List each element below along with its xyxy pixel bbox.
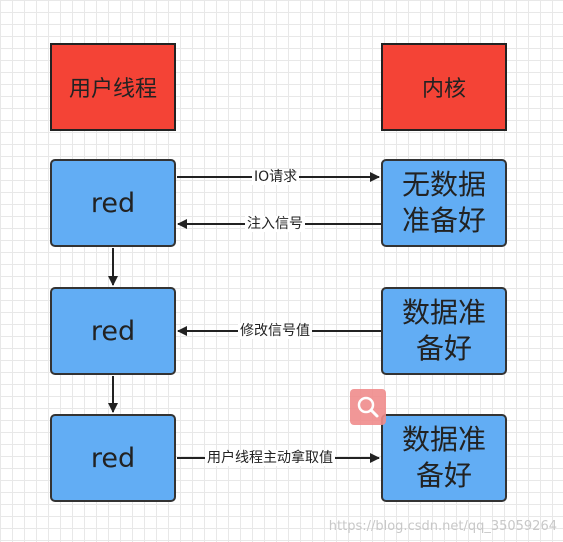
kernel-node-1-label: 无数据 准备好 <box>401 168 486 237</box>
kernel-node-3: 数据准 备好 <box>381 414 507 502</box>
search-button[interactable] <box>350 389 386 425</box>
kernel-node-3-label: 数据准 备好 <box>401 423 486 492</box>
kernel-node-2-label: 数据准 备好 <box>401 296 486 365</box>
user-node-1: red <box>50 159 176 247</box>
watermark: https://blog.csdn.net/qq_35059264 <box>328 519 557 534</box>
edge-label-io-request: IO请求 <box>252 169 300 185</box>
edge-label-modify-signal: 修改信号值 <box>238 323 312 339</box>
kernel-header: 内核 <box>381 43 507 131</box>
user-node-3-label: red <box>90 442 136 474</box>
user-node-3: red <box>50 414 176 502</box>
user-thread-header: 用户线程 <box>50 43 176 131</box>
edge-label-register-signal: 注入信号 <box>245 216 305 232</box>
kernel-node-1: 无数据 准备好 <box>381 159 507 247</box>
search-icon <box>357 396 379 418</box>
kernel-label: 内核 <box>421 77 466 102</box>
user-node-2-label: red <box>90 315 136 347</box>
kernel-node-2: 数据准 备好 <box>381 287 507 375</box>
user-node-1-label: red <box>90 187 136 219</box>
user-thread-label: 用户线程 <box>68 77 157 102</box>
edge-label-user-fetch: 用户线程主动拿取值 <box>205 450 335 466</box>
user-node-2: red <box>50 287 176 375</box>
